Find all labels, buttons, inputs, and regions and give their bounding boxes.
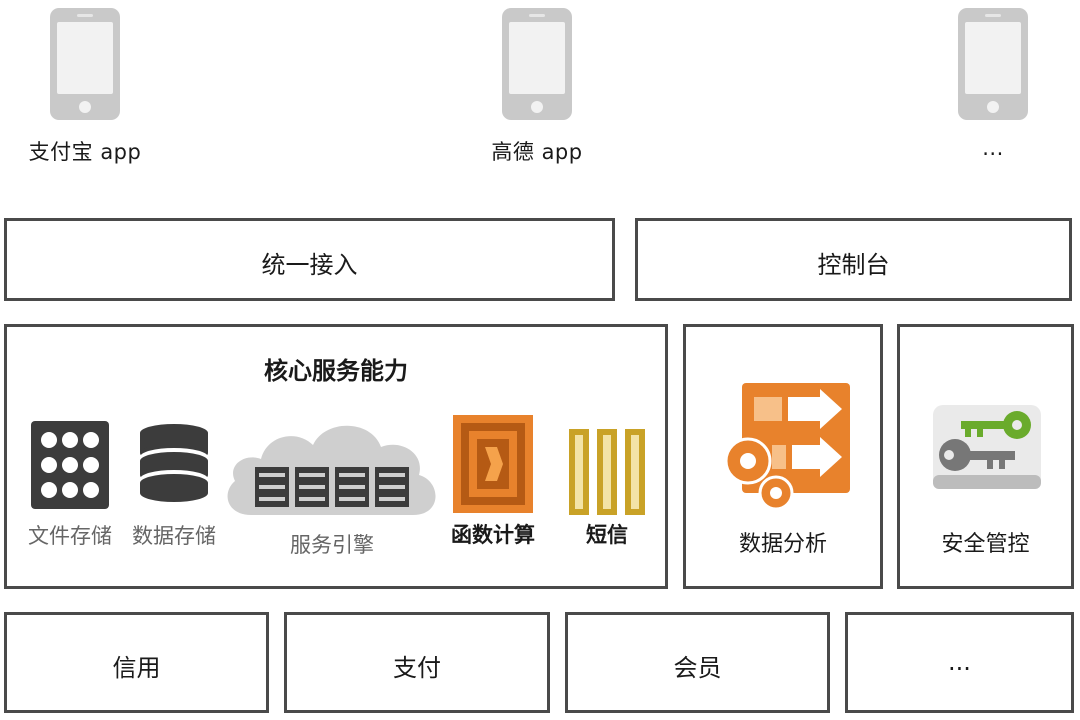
business-payment-box: 支付 (284, 612, 550, 713)
capability-label: 服务引擎 (290, 533, 374, 557)
security-box: 安全管控 (897, 324, 1074, 589)
cloud-server-icon (227, 425, 436, 515)
business-label: 信用 (112, 654, 161, 682)
business-label: ... (948, 648, 971, 676)
lambda-function-icon (453, 415, 533, 513)
app-label: 支付宝 app (28, 140, 142, 164)
app-label: 高德 app (491, 140, 583, 164)
data-pipeline-icon (724, 383, 850, 511)
capability-service-engine: 服务引擎 (221, 415, 443, 557)
business-label: 支付 (393, 654, 441, 682)
phone-icon (958, 8, 1028, 120)
data-analytics-box: 数据分析 (683, 324, 883, 589)
security-label: 安全管控 (941, 532, 1030, 557)
data-analytics-label: 数据分析 (738, 532, 827, 557)
console-box: 控制台 (635, 218, 1072, 301)
console-label: 控制台 (817, 251, 890, 279)
core-services-title: 核心服务能力 (264, 357, 408, 385)
phone-icon (502, 8, 572, 120)
capability-file-storage: 文件存储 (28, 421, 112, 548)
grid-storage-icon (31, 421, 109, 509)
business-member-box: 会员 (565, 612, 830, 713)
core-services-box: 核心服务能力 文件存储 数据存储 (4, 324, 668, 589)
business-more-box: ... (845, 612, 1074, 713)
capability-label: 数据存储 (132, 524, 216, 548)
database-icon (140, 424, 208, 502)
capability-label: 短信 (586, 523, 628, 547)
capability-function-compute: 函数计算 (451, 415, 535, 547)
business-credit-box: 信用 (4, 612, 269, 713)
app-label: ... (982, 136, 1004, 160)
app-alipay: 支付宝 app (15, 8, 155, 166)
capability-sms: 短信 (569, 429, 645, 547)
app-more: ... (923, 8, 1063, 160)
capability-label: 函数计算 (451, 523, 535, 547)
keys-icon (933, 405, 1041, 489)
phone-icon (50, 8, 120, 120)
sms-bars-icon (569, 429, 645, 515)
app-amap: 高德 app (467, 8, 607, 166)
unified-access-label: 统一接入 (261, 251, 358, 279)
capability-data-storage: 数据存储 (132, 423, 216, 548)
capability-label: 文件存储 (28, 524, 112, 548)
unified-access-box: 统一接入 (4, 218, 615, 301)
business-label: 会员 (673, 654, 722, 682)
